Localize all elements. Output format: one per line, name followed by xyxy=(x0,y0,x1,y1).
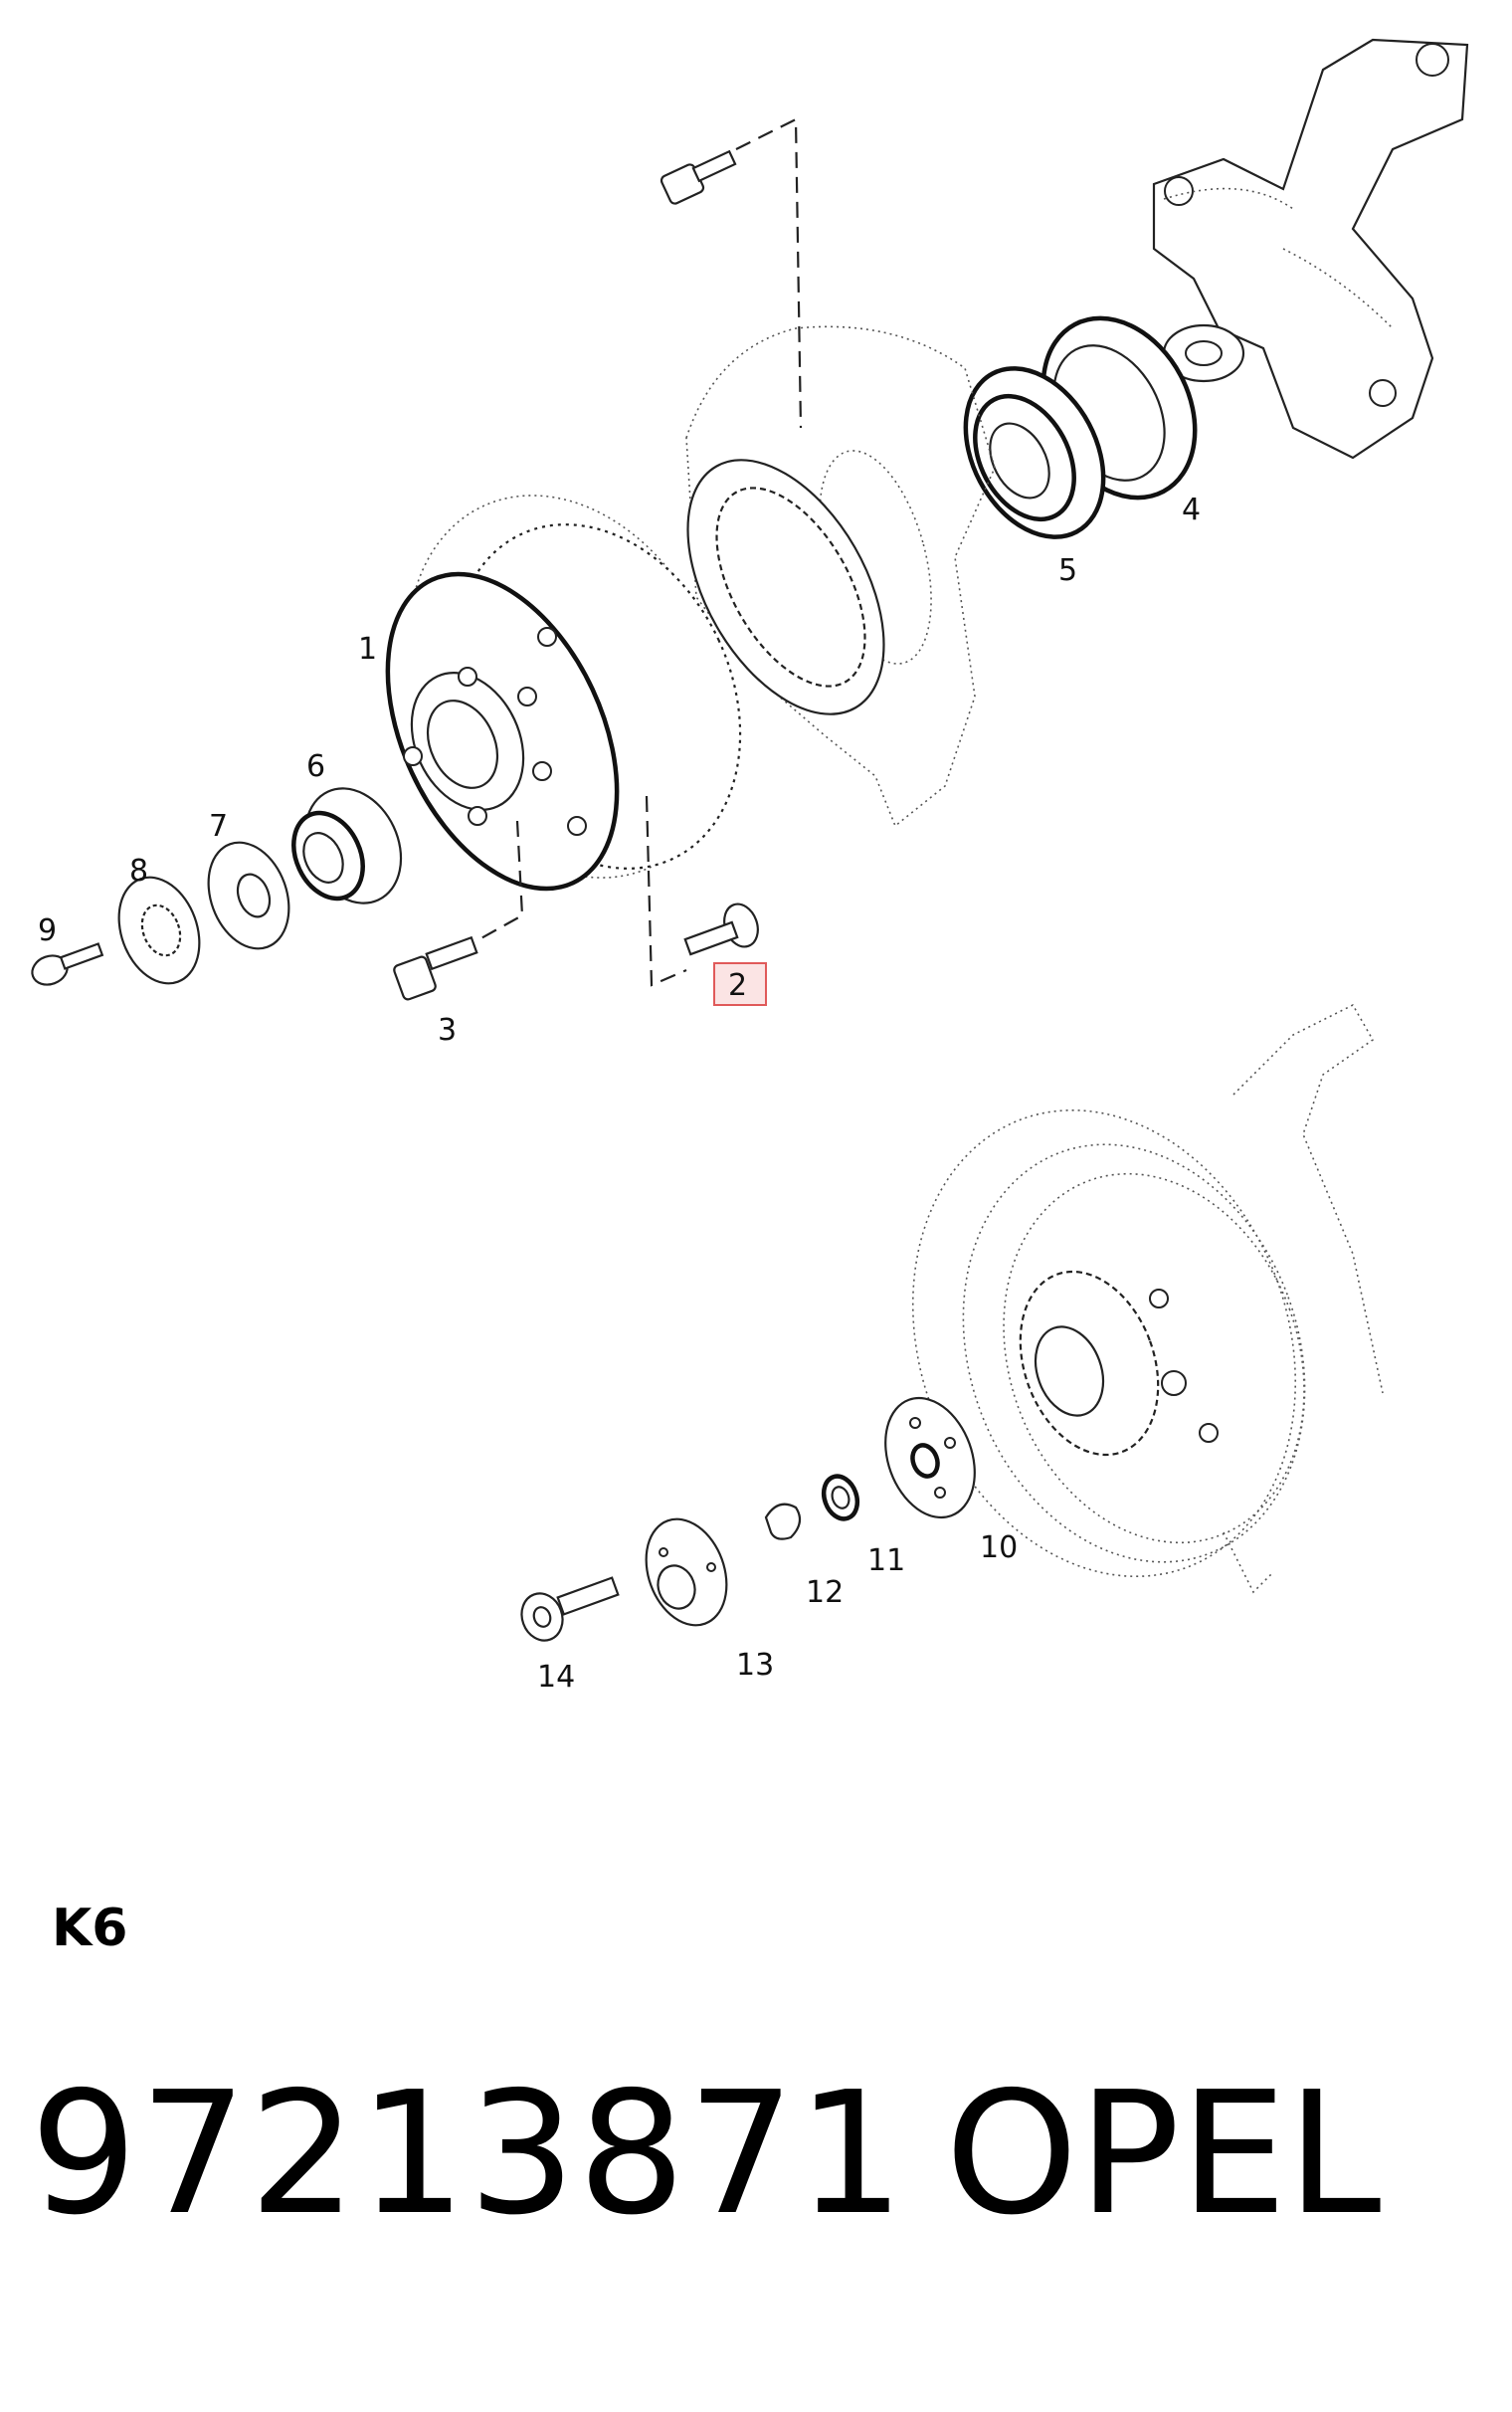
callout-label: 3 xyxy=(438,1013,457,1048)
callout-label: 12 xyxy=(806,1575,844,1610)
callout-label: 14 xyxy=(537,1660,575,1695)
hub-flange-part-7 xyxy=(207,841,290,950)
part-number: 97213871 xyxy=(30,2056,907,2253)
callout-label: 5 xyxy=(1058,553,1077,588)
callout-label: 4 xyxy=(1182,493,1201,527)
callout-label: 7 xyxy=(209,809,228,844)
callout-label: 8 xyxy=(129,854,148,889)
leader-part-2 xyxy=(645,795,687,987)
callout-label: 13 xyxy=(736,1648,774,1683)
washer-part-11 xyxy=(821,1474,860,1521)
backing-plate-bolt xyxy=(660,149,737,205)
hub-cap-part-10 xyxy=(884,1396,976,1519)
leader-part-3 xyxy=(476,820,524,941)
lock-washer-part-8 xyxy=(117,876,201,985)
brake-drum-part-1 xyxy=(385,495,742,892)
section-code: K6 xyxy=(52,1899,128,1958)
brake-drum-lower xyxy=(911,1108,1306,1578)
callout-label: 11 xyxy=(867,1543,905,1578)
steering-knuckle-upper xyxy=(1152,38,1469,460)
callout-label: 9 xyxy=(38,913,57,948)
bolt-part-14 xyxy=(520,1576,620,1642)
callout-label: 6 xyxy=(306,749,325,784)
bolt-part-3 xyxy=(393,935,478,1001)
wheel-stud-part-2 xyxy=(683,903,759,956)
wheel-bearing-part-5 xyxy=(963,366,1106,539)
callout-label: 1 xyxy=(358,632,377,667)
leader-bolt-top xyxy=(735,117,803,429)
screw-part-9 xyxy=(31,942,104,986)
callout-label: 2 xyxy=(728,968,747,1003)
bearing-part-6 xyxy=(291,787,403,904)
exploded-parts-diagram: 1 2 3 4 5 6 7 8 9 10 11 12 13 14 xyxy=(31,38,1469,1695)
abs-sensor-ring xyxy=(686,459,885,715)
steering-knuckle-lower xyxy=(1223,1003,1384,1594)
clip-part-12 xyxy=(764,1503,802,1540)
flange-part-13 xyxy=(645,1517,728,1627)
callout-label: 10 xyxy=(980,1530,1018,1565)
brand-name: OPEL xyxy=(945,2056,1382,2253)
callout-highlight-2 xyxy=(713,962,767,1006)
